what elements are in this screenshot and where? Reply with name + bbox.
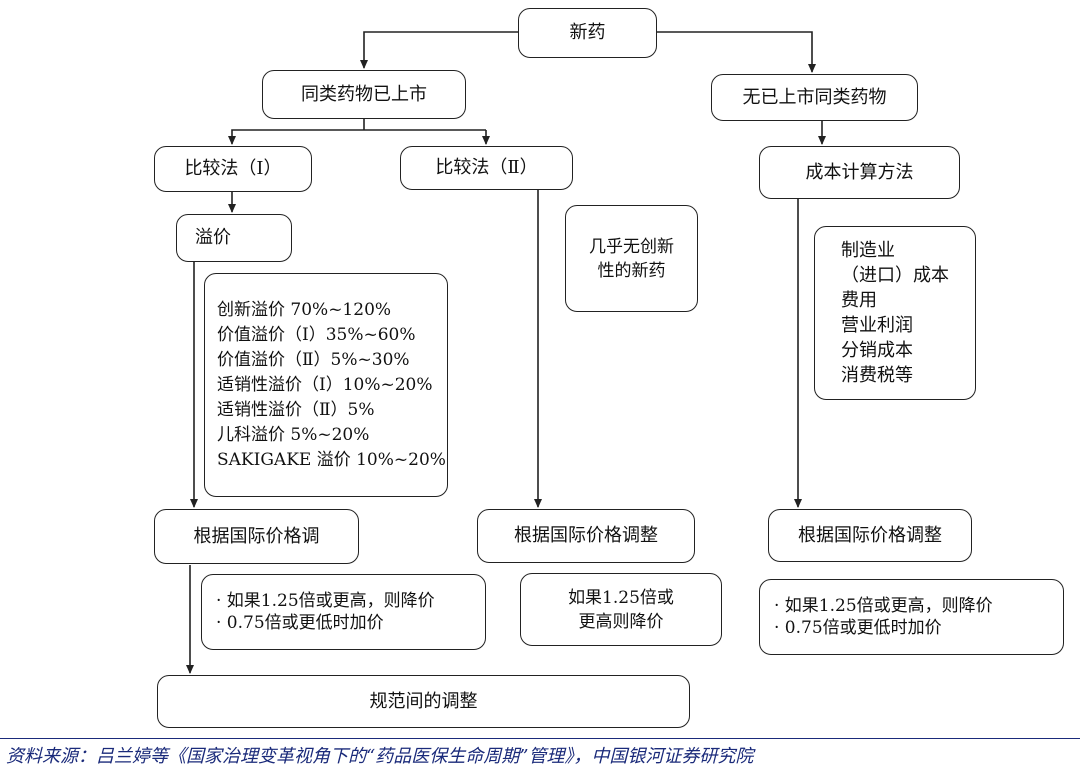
- premium-item: 儿科溢价 5%~20%: [217, 424, 370, 445]
- rule-right-line-1: · 如果1.25倍或更高，则降价: [774, 596, 993, 616]
- cost-item: 制造业: [841, 240, 895, 261]
- rule-mid-line-1: 如果1.25倍或: [568, 587, 674, 608]
- premium-item: 创新溢价 70%~120%: [217, 299, 392, 320]
- cost-item: 营业利润: [841, 315, 913, 336]
- rule-mid-node: 如果1.25倍或 更高则降价: [520, 573, 722, 646]
- premium-item: SAKIGAKE 溢价 10%~20%: [217, 449, 446, 470]
- premium-list-node: 创新溢价 70%~120% 价值溢价（Ⅰ）35%~60% 价值溢价（Ⅱ）5%~3…: [204, 273, 448, 497]
- source-divider: [0, 738, 1080, 739]
- cost-item: 消费税等: [841, 365, 913, 386]
- cost-method-node: 成本计算方法: [759, 146, 960, 199]
- almost-no-novelty-node: 几乎无创新 性的新药: [565, 205, 698, 312]
- source-note: 资料来源：吕兰婷等《国家治理变革视角下的“药品医保生命周期”管理》，中国银河证券…: [6, 746, 754, 767]
- cost-item: 分销成本: [841, 340, 913, 361]
- new-drug-node: 新药: [518, 8, 657, 58]
- arrow-to-compare1: [228, 129, 486, 145]
- premium-item: 适销性溢价（Ⅰ）10%~20%: [217, 374, 433, 395]
- cost-item: 费用: [841, 290, 877, 311]
- cost-item: （进口）成本: [841, 265, 949, 286]
- almost-no-novelty-line-2: 性的新药: [597, 260, 666, 281]
- compare-method-1-node: 比较法（Ⅰ）: [154, 146, 312, 192]
- rule-left-line-1: · 如果1.25倍或更高，则降价: [216, 591, 435, 611]
- rule-left-line-2: · 0.75倍或更低时加价: [216, 613, 384, 633]
- almost-no-novelty-line-1: 几乎无创新: [589, 236, 674, 257]
- intl-price-adjust-left-node: 根据国际价格调: [154, 509, 359, 564]
- rule-left-node: · 如果1.25倍或更高，则降价 · 0.75倍或更低时加价: [201, 574, 486, 650]
- rule-right-node: · 如果1.25倍或更高，则降价 · 0.75倍或更低时加价: [759, 579, 1064, 655]
- no-similar-node: 无已上市同类药物: [711, 74, 918, 121]
- intl-price-adjust-right-node: 根据国际价格调整: [768, 509, 972, 562]
- intl-price-adjust-mid-node: 根据国际价格调整: [477, 509, 695, 563]
- standard-adjust-node: 规范间的调整: [157, 675, 690, 728]
- arrow-new-to-nosimilar: [656, 31, 816, 73]
- premium-item: 适销性溢价（Ⅱ）5%: [217, 399, 375, 420]
- premium-node: 溢价: [176, 214, 292, 262]
- arrow-new-to-similar: [360, 31, 520, 69]
- compare-method-2-node: 比较法（Ⅱ）: [400, 146, 573, 190]
- similar-listed-node: 同类药物已上市: [262, 70, 466, 119]
- rule-right-line-2: · 0.75倍或更低时加价: [774, 618, 942, 638]
- premium-item: 价值溢价（Ⅰ）35%~60%: [217, 324, 416, 345]
- cost-list-node: 制造业 （进口）成本 费用 营业利润 分销成本 消费税等: [814, 226, 976, 400]
- rule-mid-line-2: 更高则降价: [578, 611, 664, 632]
- premium-item: 价值溢价（Ⅱ）5%~30%: [217, 349, 410, 370]
